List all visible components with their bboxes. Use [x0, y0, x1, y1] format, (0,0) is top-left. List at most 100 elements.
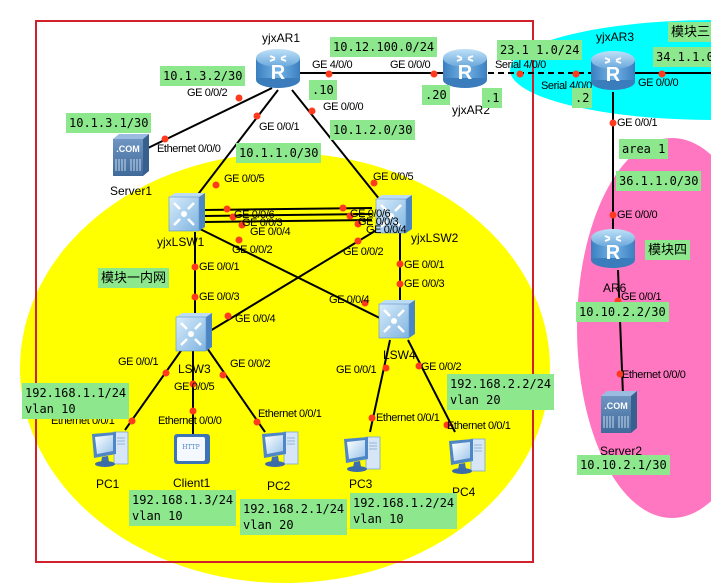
- ip-label: 10.1.3.2/30: [160, 66, 246, 86]
- host-ip-label-pc3: 192.168.1.2/24 vlan 10: [350, 493, 458, 529]
- ip-label: 10.1.2.0/30: [330, 120, 416, 140]
- port-label: GE 0/0/6: [234, 209, 275, 221]
- port-label: GE 0/0/2: [343, 246, 384, 258]
- port-label: Ethernet 0/0/1: [258, 408, 322, 420]
- port-label: GE 0/0/4: [235, 313, 276, 325]
- ip-label: .1: [482, 88, 503, 108]
- port-label: Ethernet 0/0/1: [447, 420, 511, 432]
- port-label: GE 0/0/0: [390, 59, 431, 71]
- switch-icon[interactable]: [377, 298, 417, 340]
- client-badge: HTTP: [182, 444, 200, 451]
- port-label: GE 0/0/2: [187, 87, 228, 99]
- port-label: GE 0/0/1: [336, 364, 377, 376]
- zone-label-four: 模块四: [645, 240, 691, 260]
- port-label: GE 0/0/1: [621, 291, 662, 303]
- device-name-lsw3: LSW3: [178, 362, 211, 376]
- vlan-text: vlan 10: [132, 509, 183, 523]
- port-label: GE 0/0/1: [259, 121, 300, 133]
- ip-label: 34.1.1.0: [653, 47, 711, 67]
- port-label: GE 0/0/4: [329, 294, 370, 306]
- port-label: GE 0/0/1: [617, 117, 658, 129]
- port-label: GE 0/0/5: [174, 381, 215, 393]
- port-label: GE 0/0/4: [250, 226, 291, 238]
- link-lsw4-pc4: [407, 339, 456, 433]
- port-label: Ethernet 0/0/0: [622, 369, 686, 381]
- server-icon[interactable]: [112, 133, 150, 177]
- device-name-ar1: yjxAR1: [262, 31, 301, 45]
- ip-label: 23.1 1.0/24: [497, 40, 583, 60]
- ip-label: .10: [309, 80, 337, 100]
- port-label: GE 0/0/0: [638, 77, 679, 89]
- link-lsw3-pc1: [124, 344, 186, 431]
- port-label: Ethernet 0/0/1: [376, 412, 440, 424]
- router-badge: R: [606, 242, 621, 264]
- zone-inner-network: [20, 153, 550, 583]
- host-ip-label-pc4: 192.168.2.2/24 vlan 20: [447, 374, 555, 410]
- device-name-pc1: PC1: [96, 477, 120, 491]
- router-badge: R: [458, 62, 473, 84]
- port-label: Serial 4/0/0: [495, 59, 546, 71]
- ip-text: 192.168.1.1/24: [25, 386, 127, 400]
- port-label: GE 0/0/3: [199, 291, 240, 303]
- port-label: GE 0/0/0: [323, 101, 364, 113]
- server-badge: .COM: [116, 144, 140, 154]
- port-label: GE 0/0/6: [350, 208, 391, 220]
- ip-text: 192.168.2.2/24: [450, 377, 552, 391]
- link-ar1-lsw1: [185, 89, 279, 211]
- server-icon[interactable]: [600, 390, 638, 434]
- ip-label: .20: [422, 85, 450, 105]
- port-label: GE 0/0/2: [232, 244, 273, 256]
- zone-label-three: 模块三: [668, 22, 711, 42]
- link-lsw-ge004: [203, 219, 373, 223]
- host-ip-label-pc1: 192.168.1.1/24 vlan 10: [22, 383, 130, 419]
- device-name-client1: Client1: [173, 476, 211, 490]
- device-name-pc3: PC3: [349, 477, 373, 491]
- port-label: GE 0/0/1: [118, 356, 159, 368]
- ip-label: 36.1.1.0/30: [616, 171, 702, 191]
- link-lsw3-pc2: [204, 344, 266, 433]
- vlan-text: vlan 20: [243, 518, 294, 532]
- server-badge: .COM: [604, 401, 628, 411]
- device-name-server2: Server2: [600, 444, 643, 458]
- device-name-lsw2: yjxLSW2: [411, 231, 459, 245]
- switch-icon[interactable]: [174, 311, 214, 353]
- port-label: Ethernet 0/0/0: [157, 143, 221, 155]
- link-ar1-lsw2: [291, 89, 389, 211]
- port-label: GE 0/0/2: [421, 361, 462, 373]
- vlan-text: vlan 20: [450, 393, 501, 407]
- port-label: Ethernet 0/0/0: [158, 415, 222, 427]
- device-name-lsw1: yjxLSW1: [157, 235, 205, 249]
- switch-icon[interactable]: [167, 191, 207, 233]
- port-label: GE 0/0/1: [199, 261, 240, 273]
- ip-label: 10.12.100.0/24: [330, 37, 438, 57]
- ip-label: 10.1.3.1/30: [66, 113, 152, 133]
- ip-label: 10.1.1.0/30: [236, 143, 322, 163]
- device-name-pc2: PC2: [267, 479, 291, 493]
- host-ip-label-client1: 192.168.1.3/24 vlan 10: [129, 490, 237, 526]
- ip-text: 192.168.1.2/24: [353, 496, 455, 510]
- device-name-ar2: yjxAR2: [452, 103, 491, 117]
- ip-text: 192.168.2.1/24: [243, 502, 345, 516]
- port-label: GE 0/0/1: [404, 259, 445, 271]
- device-name-ar3: yjxAR3: [596, 30, 635, 44]
- device-name-server1: Server1: [110, 184, 153, 198]
- port-label: GE 0/0/4: [366, 224, 407, 236]
- device-name-ar6: AR6: [603, 281, 627, 295]
- port-dots: [128, 70, 666, 429]
- host-ip-label-pc2: 192.168.2.1/24 vlan 20: [240, 499, 348, 535]
- port-label: GE 0/0/2: [230, 358, 271, 370]
- ip-label: .2: [572, 88, 593, 108]
- ip-label: 10.10.2.1/30: [577, 455, 670, 475]
- vlan-text: vlan 10: [25, 402, 76, 416]
- router-badge: R: [271, 62, 286, 84]
- module-one-frame: [35, 20, 534, 563]
- port-label: GE 0/0/3: [358, 216, 399, 228]
- port-label: GE 0/0/3: [242, 217, 283, 229]
- router-badge: R: [606, 64, 621, 86]
- port-label: GE 0/0/5: [373, 171, 414, 183]
- ip-label: 10.10.2.2/30: [576, 302, 669, 322]
- vlan-text: vlan 10: [353, 512, 404, 526]
- link-ar1-server1: [147, 87, 273, 149]
- device-name-pc4: PC4: [452, 485, 476, 499]
